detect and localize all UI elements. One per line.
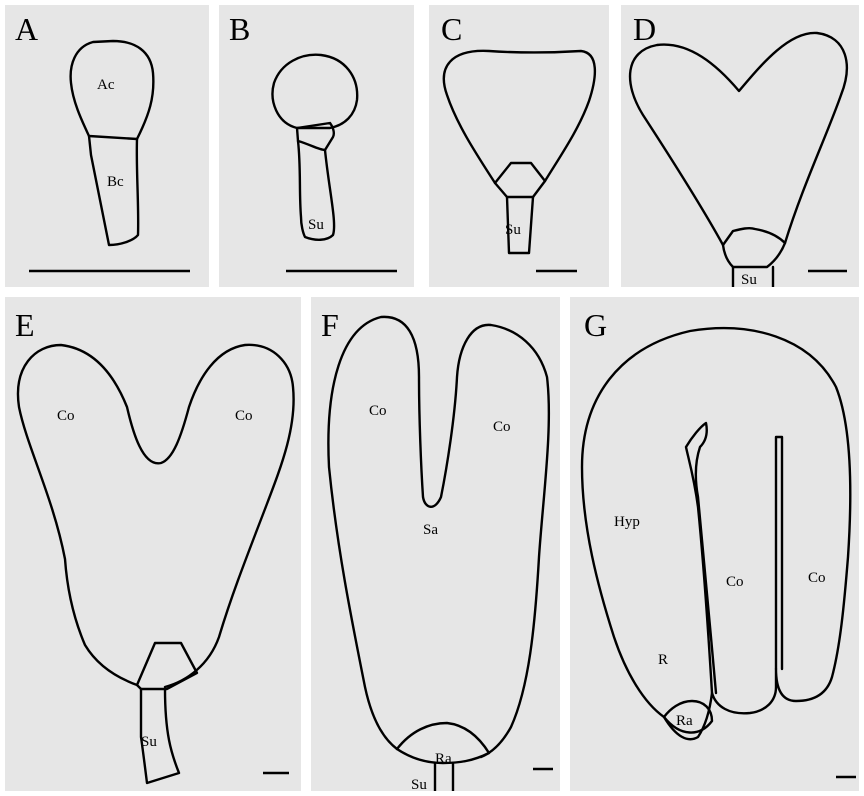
proembryo-outline (273, 55, 358, 128)
late-heart-embryo-outline (18, 345, 294, 687)
panel-e: E Co Co Su (5, 297, 301, 791)
hypophysis-outline (495, 163, 545, 197)
label-hyp: Hyp (614, 514, 640, 530)
embryo-drawing-a: Ac Bc (5, 5, 209, 287)
embryo-drawing-f: Co Co Sa Ra Su (311, 297, 560, 791)
label-su: Su (411, 777, 427, 791)
label-co-right: Co (235, 408, 253, 424)
basal-cell-outline (89, 136, 138, 245)
label-sa: Sa (423, 522, 438, 538)
panel-a: A Ac Bc (5, 5, 209, 287)
embryo-drawing-d: Su (621, 5, 859, 287)
label-bc: Bc (107, 174, 124, 190)
label-r: R (658, 652, 668, 668)
label-su: Su (505, 222, 521, 238)
label-co-right: Co (493, 419, 511, 435)
label-co-left: Co (726, 574, 744, 590)
label-su: Su (141, 734, 157, 750)
label-co-left: Co (57, 408, 75, 424)
panel-c: C Su (429, 5, 609, 287)
embryo-drawing-b: Su (219, 5, 414, 287)
panel-f: F Co Co Sa Ra Su (311, 297, 560, 791)
label-ra: Ra (676, 713, 693, 729)
hypophysis-outline (137, 643, 197, 689)
torpedo-embryo-outline (328, 317, 548, 757)
label-co-right: Co (808, 570, 826, 586)
label-su: Su (308, 217, 324, 233)
label-co-left: Co (369, 403, 387, 419)
left-cotyledon-inner-outline (686, 423, 716, 693)
label-ac: Ac (97, 77, 115, 93)
heart-embryo-outline (630, 33, 847, 245)
embryo-drawing-g: Hyp Co Co R Ra (570, 297, 859, 791)
label-ra: Ra (435, 751, 452, 767)
embryo-drawing-c: Su (429, 5, 609, 287)
right-cotyledon-inner-outline (776, 437, 782, 669)
mature-embryo-outline (582, 328, 850, 739)
embryo-drawing-e: Co Co Su (5, 297, 301, 791)
panel-d: D Su (621, 5, 859, 287)
hypophysis-outline (723, 228, 785, 267)
panel-b: B Su (219, 5, 414, 287)
suspensor-outline (435, 763, 453, 791)
label-su: Su (741, 272, 757, 287)
panel-g: G Hyp Co Co R Ra (570, 297, 859, 791)
